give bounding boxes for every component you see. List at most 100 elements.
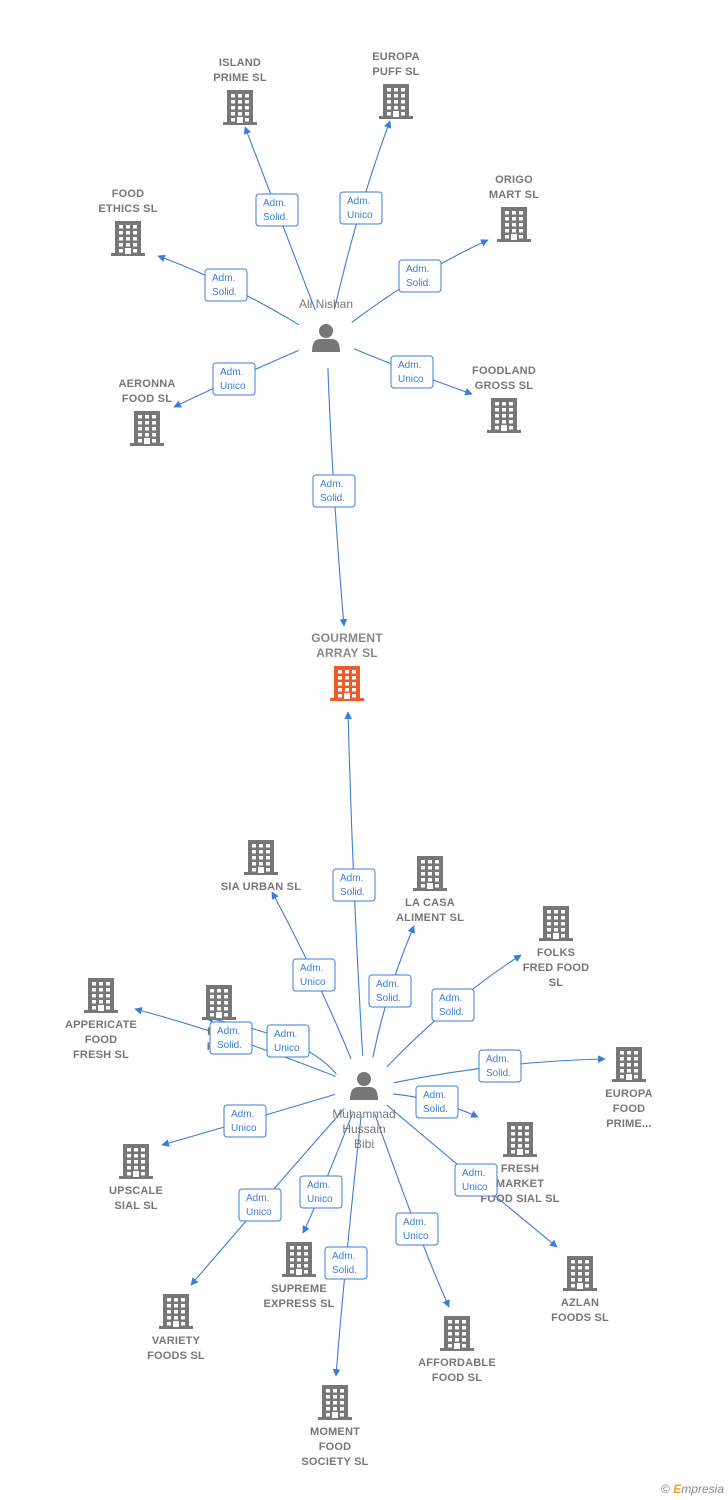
person-icon (350, 1072, 378, 1100)
building-icon (223, 90, 257, 125)
edge-label-ali-europa_puff[interactable]: Adm.Unico (339, 191, 383, 225)
person-label: Hussain (342, 1122, 385, 1136)
building-icon (497, 207, 531, 242)
edge-label-text: Adm. (307, 1180, 330, 1191)
edge-label-muhammad-gourment[interactable]: Adm.Solid. (332, 868, 376, 902)
person-label: Bibi (354, 1137, 374, 1151)
company-node-sia_urban[interactable]: SIA URBAN SL (221, 840, 301, 893)
edge-label-text: Adm. (439, 993, 462, 1004)
edge-label-box (395, 1212, 439, 1246)
edge-label-muhammad-fresh_market[interactable]: Adm.Solid. (415, 1085, 459, 1119)
building-icon (244, 840, 278, 875)
building-icon (487, 398, 521, 433)
edge-label-box (212, 362, 256, 396)
company-label: FOODS SL (551, 1312, 609, 1324)
company-label: MOMENT (310, 1426, 360, 1438)
edge-label-ali-aeronna[interactable]: Adm.Unico (212, 362, 256, 396)
edge-label-text: Adm. (376, 979, 399, 990)
edge-label-muhammad-folks[interactable]: Adm.Solid. (431, 988, 475, 1022)
building-icon (539, 906, 573, 941)
edge-label-muhammad-fro_foo[interactable]: Adm. Unico (266, 1024, 310, 1058)
edge-label-text: Adm. (263, 198, 286, 209)
company-label: AERONNA (118, 378, 175, 390)
company-label: FOOD (319, 1441, 352, 1453)
edge-label-text: Solid. (406, 278, 431, 289)
edge-label-box (299, 1175, 343, 1209)
company-node-europa_food[interactable]: EUROPAFOODPRIME... (605, 1047, 653, 1130)
company-label: FOOD (85, 1034, 118, 1046)
company-node-moment[interactable]: MOMENT FOOD SOCIETY SL (301, 1385, 368, 1468)
edge-label-muhammad-supreme[interactable]: Adm.Unico (299, 1175, 343, 1209)
edge-label-muhammad-sia_urban[interactable]: Adm.Unico (292, 958, 336, 992)
company-label: SL (549, 977, 564, 989)
edge-label-text: Solid. (340, 887, 365, 898)
company-label: LA CASA (405, 897, 455, 909)
edge-label-muhammad-appericate[interactable]: Adm.Solid. (209, 1021, 253, 1055)
edge-label-text: Solid. (376, 993, 401, 1004)
building-icon (563, 1256, 597, 1291)
edge-label-muhammad-moment[interactable]: Adm.Solid. (324, 1246, 368, 1280)
edge-label-muhammad-europa_food[interactable]: Adm.Solid. (478, 1049, 522, 1083)
company-label: FOLKS (537, 947, 575, 959)
building-icon (330, 666, 364, 701)
edge-label-muhammad-la_casa[interactable]: Adm. Solid. (368, 974, 412, 1008)
company-label: GOURMENT (311, 631, 383, 645)
edge-label-text: Adm. (406, 264, 429, 275)
edge-label-text: Unico (274, 1043, 300, 1054)
company-label: PUFF SL (372, 66, 419, 78)
company-node-azlan[interactable]: AZLAN FOODS SL (551, 1256, 609, 1324)
company-node-island[interactable]: ISLAND PRIME SL (213, 57, 267, 125)
company-label: EUROPA (605, 1088, 652, 1100)
edge-label-text: Adm. (423, 1090, 446, 1101)
edge-label-muhammad-variety[interactable]: Adm.Unico (238, 1188, 282, 1222)
edge-label-ali-food_ethics[interactable]: Adm.Solid. (204, 268, 248, 302)
company-label: AZLAN (561, 1297, 599, 1309)
company-label: SOCIETY SL (301, 1456, 368, 1468)
edge-label-text: Adm. (347, 196, 370, 207)
edge-label-ali-island[interactable]: Adm.Solid. (255, 193, 299, 227)
edge-label-text: Solid. (332, 1265, 357, 1276)
company-label: SUPREME (271, 1283, 327, 1295)
edge-label-muhammad-affordable[interactable]: Adm.Unico (395, 1212, 439, 1246)
person-label: Muhammad (332, 1107, 395, 1121)
edge-label-muhammad-azlan[interactable]: Adm.Unico (454, 1163, 498, 1197)
company-label: PRIME SL (213, 72, 267, 84)
company-label: FRESH (501, 1163, 539, 1175)
edge-label-ali-origo[interactable]: Adm. Solid. (398, 259, 442, 293)
company-label: ISLAND (219, 57, 261, 69)
edge-label-box (324, 1246, 368, 1280)
company-label: VARIETY (152, 1335, 201, 1347)
edge-label-text: Unico (220, 381, 246, 392)
building-icon (612, 1047, 646, 1082)
company-label: FOOD SL (432, 1372, 482, 1384)
edge-label-ali-gourment[interactable]: Adm.Solid. (312, 474, 356, 508)
edge-label-muhammad-upscale[interactable]: Adm.Unico (223, 1104, 267, 1138)
edge-label-text: Solid. (217, 1040, 242, 1051)
edge-label-text: Adm. (403, 1217, 426, 1228)
edge-label-text: Adm. (212, 273, 235, 284)
building-icon (111, 221, 145, 256)
person-node-ali[interactable]: Ali Nishan (299, 297, 353, 352)
edge-label-box (431, 988, 475, 1022)
edge-label-text: Adm. (274, 1029, 297, 1040)
edge-label-ali-foodland[interactable]: Adm.Unico (390, 355, 434, 389)
footer-brand[interactable]: © Empresia (661, 1482, 724, 1496)
